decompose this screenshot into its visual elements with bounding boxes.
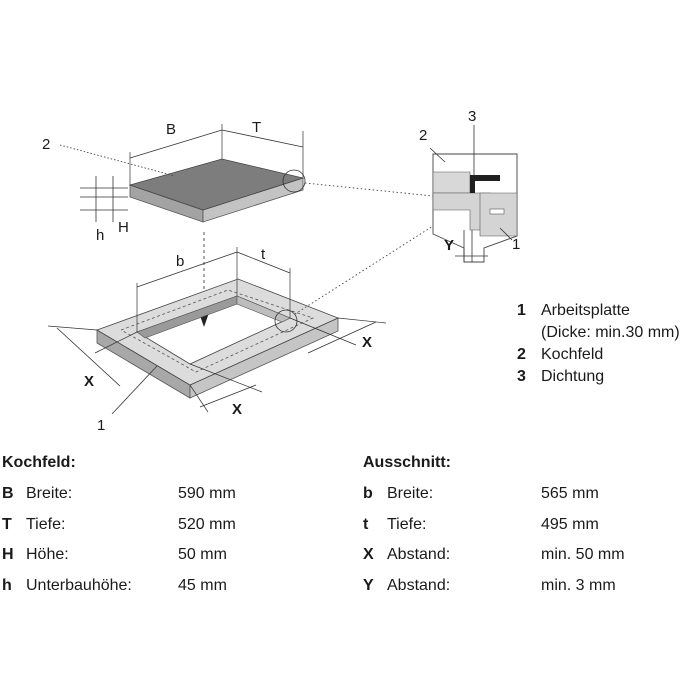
spec-key: h xyxy=(2,577,12,595)
label-3-detail: 3 xyxy=(468,108,476,125)
worktop-top xyxy=(96,278,340,386)
worktop-drawing: b t X X X 1 xyxy=(47,246,387,434)
legend-num: 2 xyxy=(517,346,526,363)
spec-key: t xyxy=(363,515,369,533)
spec-name: Breite: xyxy=(26,485,73,502)
spec-key: b xyxy=(363,485,373,502)
kochfeld-title: Kochfeld: xyxy=(2,454,76,471)
spec-key: Y xyxy=(363,577,374,595)
spec-row: Y Abstand: min. 3 mm xyxy=(363,575,693,606)
label-1-detail: 1 xyxy=(512,236,520,253)
legend-text-cont: (Dicke: min.30 mm) xyxy=(541,324,680,341)
legend-item-3: 3 Dichtung xyxy=(517,366,680,388)
legend-num: 3 xyxy=(517,368,526,385)
detail-worktop-right xyxy=(479,192,518,237)
spec-value: 50 mm xyxy=(178,546,227,564)
spec-value: min. 50 mm xyxy=(541,546,625,564)
label-H: H xyxy=(118,219,129,236)
spec-value: 495 mm xyxy=(541,515,599,533)
spec-row: t Tiefe: 495 mm xyxy=(363,514,693,545)
spec-value: 565 mm xyxy=(541,485,599,502)
label-X-left: X xyxy=(84,373,94,390)
spec-row: b Breite: 565 mm xyxy=(363,483,693,514)
spec-key: T xyxy=(2,515,12,533)
spec-row: X Abstand: min. 50 mm xyxy=(363,544,693,575)
hob-drawing: B T H h 2 xyxy=(42,119,306,244)
legend-item-1: 1 Arbeitsplatte xyxy=(517,300,680,322)
label-t: t xyxy=(261,246,266,263)
legend-text: Arbeitsplatte xyxy=(541,302,630,319)
detail-gasket xyxy=(470,175,500,181)
spec-key: B xyxy=(2,485,14,502)
spec-name: Abstand: xyxy=(387,577,451,595)
spec-key: H xyxy=(2,546,14,564)
label-1-worktop: 1 xyxy=(97,417,105,434)
spec-name: Tiefe: xyxy=(26,515,66,533)
legend-text: Kochfeld xyxy=(541,346,604,363)
spec-row: h Unterbauhöhe: 45 mm xyxy=(2,575,332,606)
label-T: T xyxy=(252,119,261,136)
spec-name: Abstand: xyxy=(387,546,451,564)
label-2-detail: 2 xyxy=(419,127,427,144)
detail-hob-glass xyxy=(432,171,471,194)
spec-name: Tiefe: xyxy=(387,515,427,533)
spec-value: 590 mm xyxy=(178,485,236,502)
label-B: B xyxy=(166,121,176,138)
legend: 1 Arbeitsplatte (Dicke: min.30 mm) 2 Koc… xyxy=(517,300,680,388)
kochfeld-specs: Kochfeld: B Breite: 590 mm T Tiefe: 520 … xyxy=(2,452,332,606)
legend-text: Dichtung xyxy=(541,368,605,385)
spec-value: 45 mm xyxy=(178,577,227,595)
label-h: h xyxy=(96,227,104,244)
spec-name: Unterbauhöhe: xyxy=(26,577,132,595)
detail-view: 2 3 1 Y xyxy=(419,108,520,263)
spec-row: H Höhe: 50 mm xyxy=(2,544,332,575)
label-X-bottom: X xyxy=(232,401,242,418)
spec-name: Breite: xyxy=(387,485,434,502)
label-X-right: X xyxy=(362,334,372,351)
legend-item-2: 2 Kochfeld xyxy=(517,344,680,366)
ausschnitt-specs: Ausschnitt: b Breite: 565 mm t Tiefe: 49… xyxy=(363,452,693,606)
spec-value: 520 mm xyxy=(178,515,236,533)
spec-name: Höhe: xyxy=(26,546,69,564)
legend-num: 1 xyxy=(517,302,526,319)
label-Y: Y xyxy=(444,237,454,254)
spec-row: T Tiefe: 520 mm xyxy=(2,514,332,545)
spec-key: X xyxy=(363,546,374,564)
label-b: b xyxy=(176,253,184,270)
ausschnitt-title: Ausschnitt: xyxy=(363,454,451,471)
installation-diagram: B T H h 2 xyxy=(42,108,520,434)
spec-row: B Breite: 590 mm xyxy=(2,483,332,514)
spec-value: min. 3 mm xyxy=(541,577,616,595)
label-2-hob: 2 xyxy=(42,136,50,153)
